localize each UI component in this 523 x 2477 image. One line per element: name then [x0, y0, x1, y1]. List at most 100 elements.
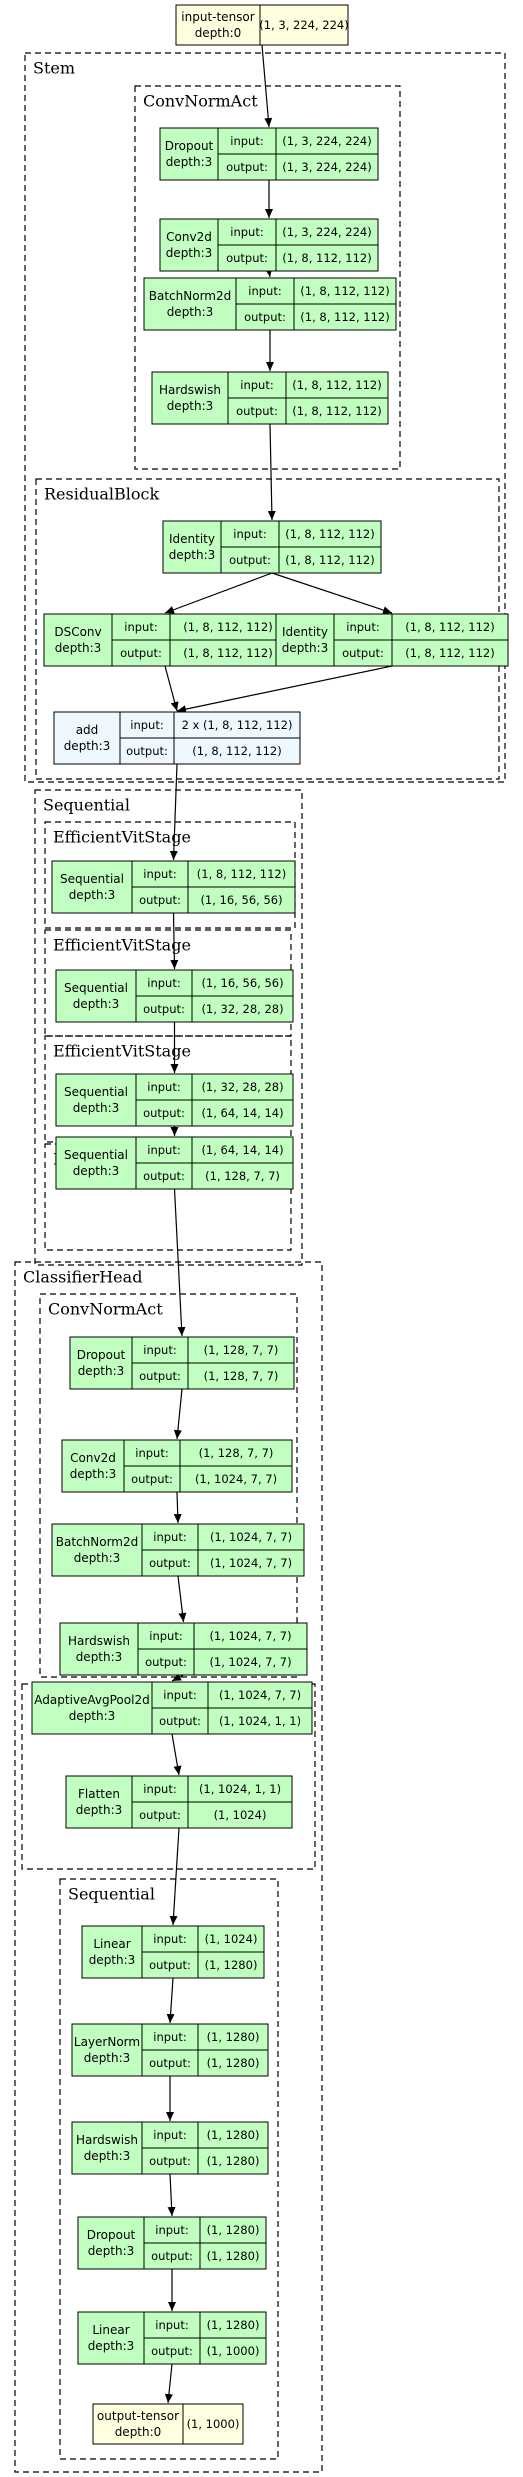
output-key: output:	[126, 744, 168, 758]
node-name: Conv2d	[166, 230, 212, 244]
output-key: output:	[226, 251, 268, 265]
edge-dsconv-add	[164, 665, 179, 712]
edge-hs2-avgpool	[171, 1673, 184, 1682]
output-shape: (1, 128, 7, 7)	[205, 1169, 280, 1183]
output-shape: (1, 8, 112, 112)	[292, 404, 381, 418]
input-key: input:	[149, 1629, 182, 1643]
output-key: output:	[149, 2056, 191, 2070]
edge-identity1-dsconv	[164, 572, 273, 614]
input-key: input:	[233, 527, 266, 541]
node-depth: depth:3	[84, 2149, 131, 2163]
edge-bn2-hs2	[177, 1575, 187, 1623]
output-shape: (1, 8, 112, 112)	[405, 646, 494, 660]
tensor-shape: (1, 1000)	[187, 2417, 240, 2431]
input-shape: (1, 64, 14, 14)	[201, 1143, 283, 1157]
output-shape: (1, 1280)	[205, 1958, 258, 1972]
input-key: input:	[155, 2318, 188, 2332]
input-shape: (1, 3, 224, 224)	[282, 134, 371, 148]
input-key: input:	[147, 1143, 180, 1157]
node-name: BatchNorm2d	[149, 289, 231, 303]
output-shape: (1, 1024, 7, 7)	[209, 1655, 291, 1669]
output-key: output:	[145, 1655, 187, 1669]
output-key: output:	[226, 160, 268, 174]
input-shape: 2 x (1, 8, 112, 112)	[182, 718, 293, 732]
cluster-border	[34, 789, 303, 1266]
output-key: output:	[143, 1106, 185, 1120]
input-key: input:	[130, 718, 163, 732]
node-name: Identity	[169, 532, 215, 546]
output-key: output:	[149, 1958, 191, 1972]
input-shape: (1, 1024, 7, 7)	[210, 1530, 292, 1544]
cluster-label: Stem	[33, 59, 75, 78]
input-key: input:	[230, 134, 263, 148]
cluster-stem_cna: ConvNormAct	[134, 85, 401, 470]
input-key: input:	[147, 1080, 180, 1094]
input-key: input:	[163, 1688, 196, 1702]
node-name: AdaptiveAvgPool2d	[34, 1693, 149, 1707]
cluster-stem: Stem	[24, 52, 506, 783]
cluster-head: ClassifierHead	[14, 1261, 323, 2473]
cluster-label: ResidualBlock	[44, 485, 160, 504]
edge-seq1-seq2	[170, 912, 179, 970]
output-key: output:	[139, 1369, 181, 1383]
output-shape: (1, 1280)	[207, 2249, 260, 2263]
input-shape: (1, 16, 56, 56)	[201, 976, 283, 990]
node-depth: depth:3	[69, 888, 116, 902]
node-depth: depth:3	[73, 1101, 120, 1115]
input-shape: (1, 128, 7, 7)	[199, 1446, 274, 1460]
output-key: output:	[159, 1714, 201, 1728]
edge-identity1-identity2	[271, 572, 393, 614]
input-shape: (1, 1024, 7, 7)	[209, 1629, 291, 1643]
input-shape: (1, 1280)	[207, 2128, 260, 2142]
cluster-sequential: Sequential	[34, 789, 303, 1266]
cluster-label: EfficientVitStage	[53, 828, 191, 847]
output-shape: (1, 8, 112, 112)	[285, 553, 374, 567]
output-shape: (1, 1024, 7, 7)	[210, 1556, 292, 1570]
node-depth: depth:3	[76, 1803, 123, 1817]
tensor-shape: (1, 3, 224, 224)	[259, 18, 348, 32]
cluster-border	[14, 1261, 323, 2473]
output-shape: (1, 128, 7, 7)	[204, 1369, 279, 1383]
edge-add-seq1	[169, 763, 178, 861]
cluster-label: ClassifierHead	[23, 1268, 142, 1287]
input-key: input:	[143, 867, 176, 881]
input-shape: (1, 1280)	[207, 2223, 260, 2237]
output-shape: (1, 3, 224, 224)	[282, 160, 371, 174]
edge-conv1-bn1	[264, 267, 273, 278]
cluster-head_cna: ConvNormAct	[39, 1293, 298, 1678]
node-depth: depth:3	[73, 1164, 120, 1178]
node-depth: depth:3	[282, 641, 329, 655]
node-depth: depth:3	[69, 1709, 116, 1723]
output-key: output:	[120, 646, 162, 660]
node-name: Dropout	[165, 139, 214, 153]
node-name: BatchNorm2d	[56, 1535, 138, 1549]
output-shape: (1, 8, 112, 112)	[192, 744, 281, 758]
edge-seq4-dropout2	[173, 1188, 186, 1337]
cluster-border	[134, 85, 401, 470]
input-shape: (1, 8, 112, 112)	[197, 867, 286, 881]
node-depth: depth:0	[195, 26, 242, 40]
node-name: Sequential	[64, 1148, 128, 1162]
input-key: input:	[155, 2223, 188, 2237]
node-depth: depth:3	[169, 548, 216, 562]
edge-identity2-add	[176, 665, 393, 714]
node-avgpool: AdaptiveAvgPool2ddepth:3input:output:(1,…	[31, 1681, 313, 1735]
output-shape: (1, 1280)	[207, 2056, 260, 2070]
input-shape: (1, 128, 7, 7)	[204, 1343, 279, 1357]
output-key: output:	[151, 2249, 193, 2263]
output-key: output:	[131, 1472, 173, 1486]
cluster-label: EfficientVitStage	[53, 1042, 191, 1061]
node-box	[92, 2403, 244, 2445]
node-name: output-tensor	[97, 2409, 179, 2423]
input-key: input:	[346, 620, 379, 634]
edge-input_tensor-dropout1	[261, 44, 273, 128]
